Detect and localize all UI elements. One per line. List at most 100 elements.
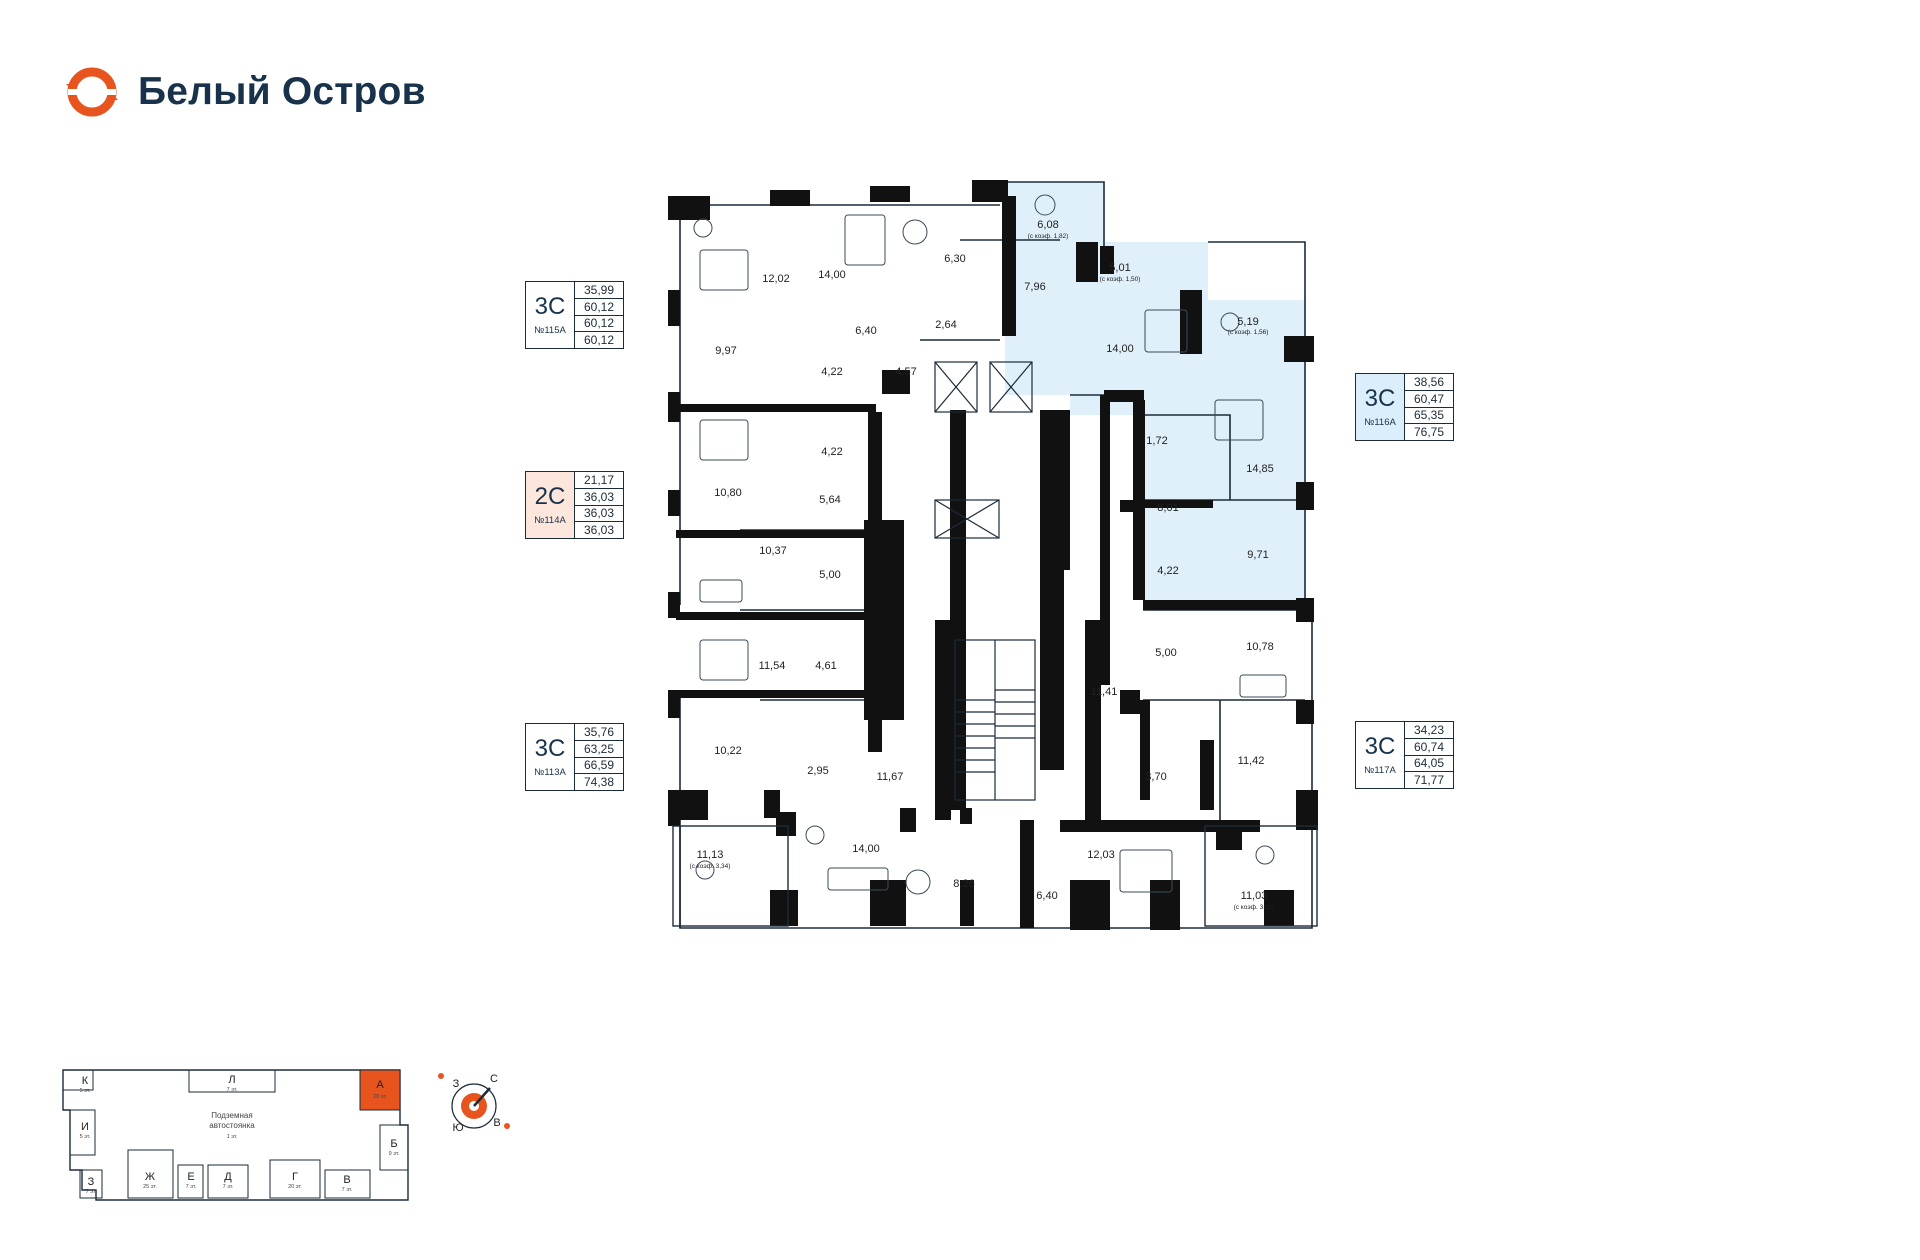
coef-note: (с коэф. 1,50) (1100, 276, 1141, 283)
building-floors-zh: 25 эт. (143, 1184, 157, 1190)
room-area: 6,40 (1036, 890, 1057, 902)
room-area: 5,19 (1237, 316, 1258, 328)
room-area: 11,13 (697, 849, 724, 861)
apartment-number: №113А (534, 766, 566, 778)
compass-south: Ю (452, 1122, 463, 1134)
room-area: 4,22 (821, 366, 842, 378)
room-area: 14,85 (1246, 463, 1274, 475)
brand-logo-icon (66, 67, 118, 117)
building-floors-d: 7 эт. (223, 1184, 234, 1190)
parking-title-2: автостоянка (209, 1121, 255, 1130)
parking-floor: 1 эт. (227, 1134, 238, 1140)
apartment-area: 36,03 (575, 489, 623, 506)
compass-north: С (490, 1073, 498, 1085)
lift-core (934, 361, 1036, 801)
room-area: 5,00 (819, 569, 840, 581)
room-area: 1,72 (1146, 435, 1167, 447)
apartment-area: 63,25 (575, 741, 623, 758)
building-floors-z: 7 эт. (86, 1189, 97, 1195)
apartment-area: 34,23 (1405, 722, 1453, 739)
apartment-area: 71,77 (1413, 773, 1445, 788)
brand-logo[interactable]: Белый Остров (64, 64, 426, 120)
apartment-type: 2С (534, 482, 566, 510)
building-floors-e: 7 эт. (186, 1184, 197, 1190)
room-area: 4,61 (815, 660, 836, 672)
room-area: 4,57 (895, 366, 916, 378)
building-label-k: К (82, 1075, 89, 1087)
site-map: К 5 эт. Л 7 эт. А 20 эт. И 5 эт. Б 9 эт.… (62, 1069, 409, 1201)
room-area: 11,03 (1241, 890, 1268, 902)
room-area: 11,54 (759, 660, 786, 672)
room-area: 5,01 (1109, 262, 1130, 274)
apartment-area: 66,59 (575, 758, 623, 775)
coef-note: (с коэф. 1,56) (1228, 329, 1269, 336)
room-area: 10,22 (714, 745, 742, 757)
building-floors-i: 5 эт. (80, 1134, 91, 1140)
room-area: 6,40 (855, 325, 876, 337)
apartment-type: 3С (1364, 384, 1396, 412)
coef-note: (с коэф. 3,31) (1234, 904, 1275, 911)
room-area: 2,64 (935, 319, 956, 331)
coef-note: (с коэф. 3,34) (690, 863, 731, 870)
building-label-a: А (376, 1079, 384, 1091)
room-area: 4,22 (1157, 565, 1178, 577)
room-area: 5,64 (819, 494, 840, 506)
building-label-d: Д (224, 1171, 232, 1183)
apartment-area: 36,03 (575, 506, 623, 523)
room-area: 12,02 (762, 273, 790, 285)
apartment-type: 3С (534, 734, 566, 762)
room-area: 3,70 (1145, 771, 1166, 783)
apartment-area: 64,05 (1405, 756, 1453, 773)
building-label-i: И (81, 1121, 89, 1133)
room-area: 8,26 (953, 878, 974, 890)
room-area: 8,01 (1157, 502, 1178, 514)
building-floors-a: 20 эт. (373, 1094, 387, 1100)
apartment-area: 60,12 (575, 316, 623, 333)
apartment-number: №115А (534, 324, 566, 336)
building-label-b: Б (390, 1138, 397, 1150)
building-floors-b: 9 эт. (389, 1151, 400, 1157)
compass-east: В (493, 1117, 500, 1129)
apartment-type: 3С (1364, 732, 1396, 760)
room-area: 11,42 (1238, 755, 1265, 767)
building-label-zh: Ж (145, 1171, 155, 1183)
selected-apartment-fill (1005, 182, 1305, 610)
building-label-z: З (88, 1176, 95, 1188)
room-area: 14,00 (852, 843, 880, 855)
building-label-e: Е (187, 1171, 194, 1183)
apartment-area: 60,74 (1405, 739, 1453, 756)
building-label-v: В (343, 1174, 350, 1186)
room-area: 11,41 (1091, 686, 1118, 698)
apartment-area: 60,12 (583, 333, 615, 348)
room-area: 9,71 (1247, 549, 1268, 561)
compass-west: З (453, 1078, 460, 1090)
room-area: 10,37 (759, 545, 787, 557)
room-area: 4,22 (821, 446, 842, 458)
building-floors-k: 5 эт. (80, 1088, 91, 1094)
apartment-area: 60,47 (1405, 391, 1453, 408)
selected-building[interactable] (359, 1069, 401, 1111)
room-area: 6,30 (944, 253, 965, 265)
building-label-g: Г (292, 1171, 298, 1183)
building-floors-g: 20 эт. (288, 1184, 302, 1190)
room-area: 2,95 (807, 765, 828, 777)
apartment-card-117a[interactable]: 3С №117А 34,23 60,74 64,05 71,77 (1355, 721, 1454, 789)
room-area: 5,00 (1155, 647, 1176, 659)
room-area: 12,03 (1087, 849, 1115, 861)
brand-name: Белый Остров (138, 70, 426, 113)
compass-icon: С З Ю В (438, 1073, 510, 1134)
room-area: 10,80 (714, 487, 742, 499)
room-area: 9,97 (715, 345, 736, 357)
room-area: 6,08 (1037, 219, 1058, 231)
room-area: 14,00 (1106, 343, 1134, 355)
parking-title: Подземная (211, 1111, 252, 1120)
building-floors-v: 7 эт. (342, 1187, 353, 1193)
apartment-number: №117А (1364, 764, 1396, 776)
room-labels: 6,08 5,01 5,19 12,02 14,00 6,30 7,96 14,… (690, 219, 1275, 911)
apartment-number: №116А (1364, 416, 1396, 428)
